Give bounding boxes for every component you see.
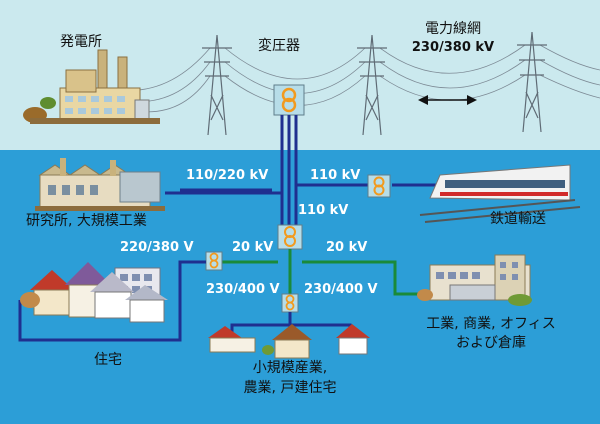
lv-housing-lines [18,260,206,342]
train-icon [419,164,581,223]
power-plant-icon [23,49,160,124]
grid-voltage: 230/380 kV [411,40,495,55]
voltage-mv-left: 20 kV [232,240,274,255]
research-label: 研究所, 大規模工業 [26,213,147,229]
voltage-lv-small-right: 230/400 V [304,282,378,297]
transformer-small-icon [281,293,299,313]
voltage-hv-rail: 110 kV [310,168,361,183]
research-factory-icon [35,158,165,211]
grid-title: 電力線網 [425,21,481,37]
voltage-mv-right: 20 kV [326,240,368,255]
double-arrow-icon [418,95,477,105]
pylon-3 [517,31,547,133]
voltage-lv-small-left: 230/400 V [206,282,280,297]
commercial-warehouse-icon [417,254,532,306]
transformer-main-icon [273,84,305,116]
small-industry-label-line1: 小規模産業, [252,360,328,376]
transformer-housing-icon [205,251,223,271]
voltage-hv-main: 110/220 kV [186,168,269,183]
railway-label: 鉄道輸送 [490,211,546,227]
pylon-1 [202,34,232,136]
hv-lines [180,115,440,225]
voltage-hv-down: 110 kV [298,203,349,218]
housing-label: 住宅 [94,352,122,368]
mv-lines [220,249,430,296]
pylon-2 [357,34,387,136]
voltage-lv-housing: 220/380 V [120,240,194,255]
small-houses-icon [208,324,370,359]
power-plant-label: 発電所 [60,34,102,50]
transformer-label: 変圧器 [258,38,300,54]
commercial-label-line1: 工業, 商業, オフィス [426,316,556,332]
transformer-mv-icon [277,224,303,250]
housing-icon [20,262,168,323]
commercial-label-line2: および倉庫 [456,335,526,351]
transformer-rail-icon [367,174,391,198]
small-industry-label-line2: 農業, 戸建住宅 [243,380,337,396]
